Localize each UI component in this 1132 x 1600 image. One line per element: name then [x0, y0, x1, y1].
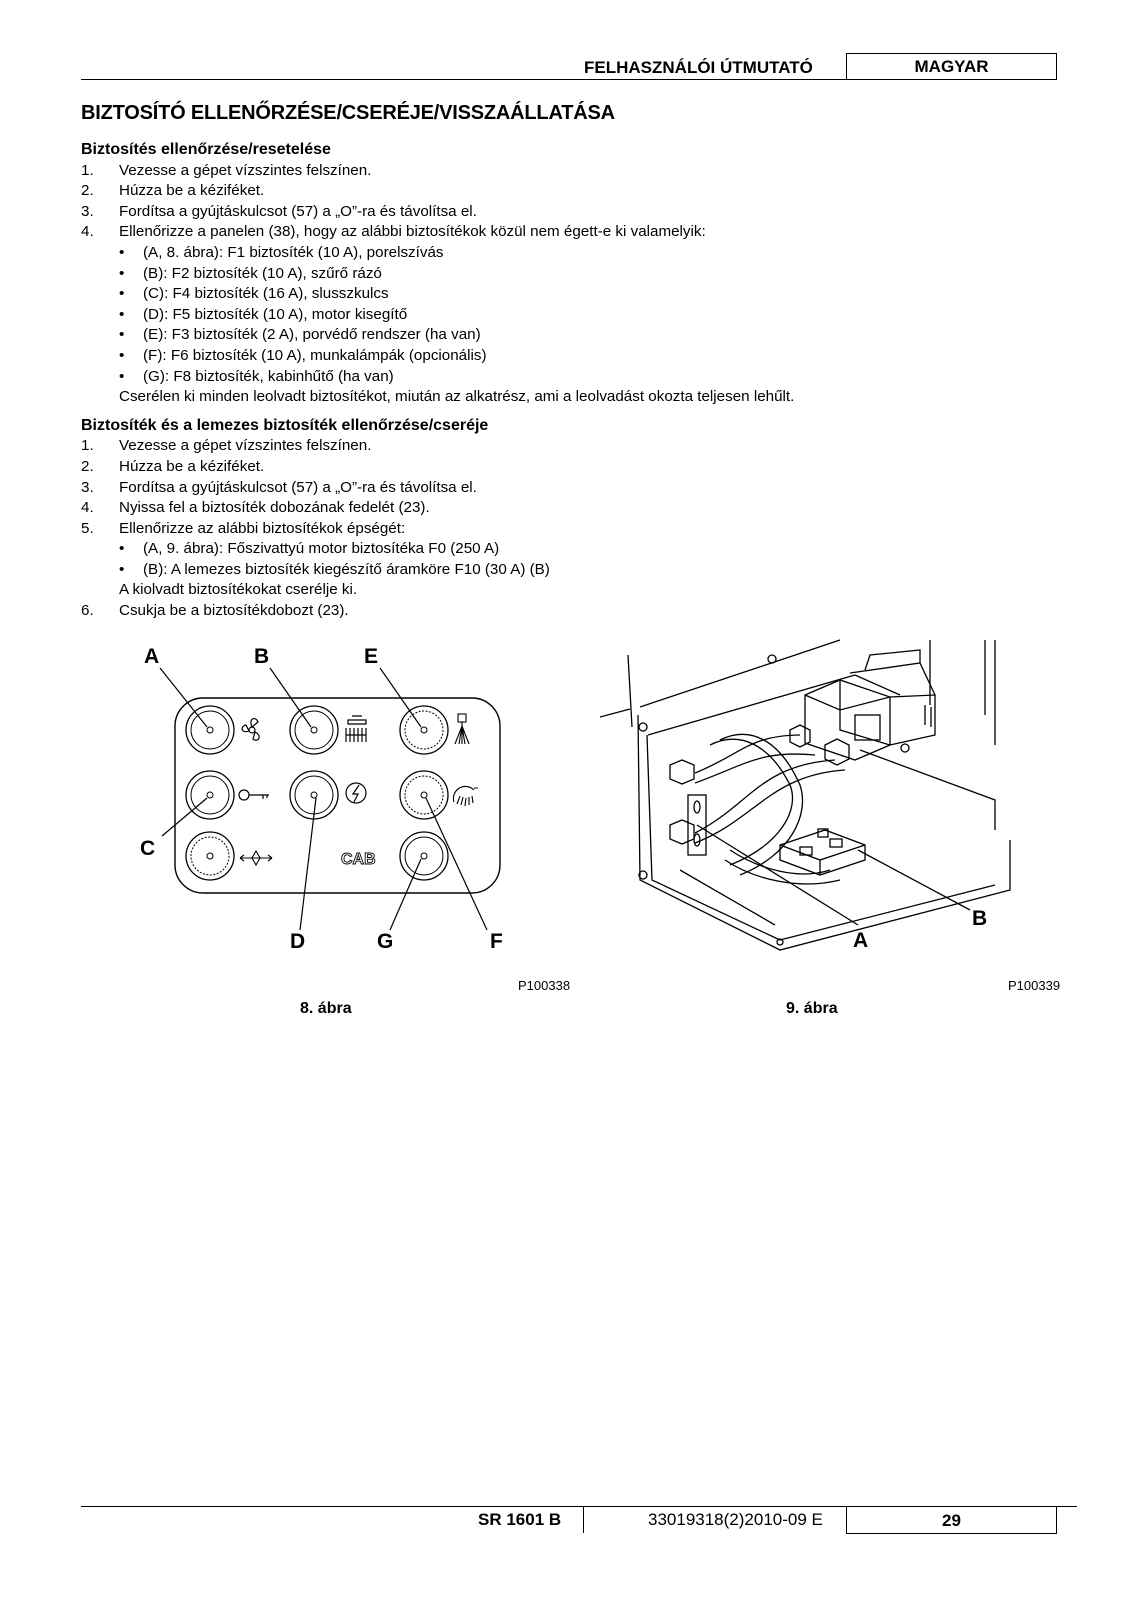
fig9-label-b: B: [972, 907, 987, 930]
list-item: 3. Fordítsa a gyújtáskulcsot (57) a „O”-r…: [81, 202, 1081, 223]
list-item: 5. Ellenőrizze az alábbi biztosítékok éps…: [81, 519, 1081, 540]
figure-9-code: P100339: [1008, 978, 1061, 993]
bullet-item: •(A, 9. ábra): Főszivattyú motor biztosí…: [119, 540, 500, 558]
label-f: F: [490, 930, 503, 953]
step-text: Nyissa fel a biztosíték dobozának fedelé…: [119, 499, 430, 517]
list-item: 4. Ellenőrizze a panelen (38), hogy az al…: [81, 222, 1081, 243]
lightning-icon: [345, 782, 367, 804]
step-number: 6.: [81, 602, 94, 620]
bullet-text: (G): F8 biztosíték, kabinhűtő (ha van): [143, 367, 394, 385]
label-d: D: [290, 930, 305, 953]
bullet-text: (C): F4 biztosíték (16 A), slusszkulcs: [143, 285, 389, 303]
figure-9-caption: 9. ábra: [786, 1000, 838, 1017]
step-number: 3.: [81, 202, 94, 220]
label-c: C: [140, 837, 155, 860]
section1-note: Cserélen ki minden leolvadt biztosítékot…: [119, 388, 795, 406]
fig9-label-a: A: [853, 929, 868, 952]
instructions: Biztosítés ellenőrzése/resetelése 1. Veze…: [81, 140, 1081, 622]
step-number: 2.: [81, 182, 94, 200]
bullet-item: •(B): A lemezes biztosíték kiegészítő ár…: [119, 560, 550, 578]
bullet-text: (A, 9. ábra): Főszivattyú motor biztosít…: [143, 540, 500, 558]
leader-lines: [159, 667, 488, 931]
bullet-item: •(B): F2 biztosíték (10 A), szűrő rázó: [119, 264, 382, 282]
step-number: 2.: [81, 457, 94, 475]
footer-model: SR 1601 B: [478, 1510, 562, 1529]
list-item: 6. Csukja be a biztosítékdobozt (23).: [81, 601, 1081, 622]
header-manual-title: FELHASZNÁLÓI ÚTMUTATÓ: [584, 58, 813, 77]
section2-note: A kiolvadt biztosítékokat cserélje ki.: [119, 581, 358, 599]
step-text: Ellenőrizze az alábbi biztosítékok épség…: [119, 519, 406, 537]
bullet-text: (D): F5 biztosíték (10 A), motor kisegít…: [143, 305, 408, 323]
list-item: 2. Húzza be a kéziféket.: [81, 181, 1081, 202]
bullet-text: (F): F6 biztosíték (10 A), munkalámpák (…: [143, 346, 487, 364]
figure-8-fuse-panel: CAB A B E C D G F: [140, 645, 503, 953]
fuse-spare: [185, 831, 235, 881]
figure-8-caption: 8. ábra: [300, 1000, 352, 1017]
step-text: Fordítsa a gyújtáskulcsot (57) a „O”-ra …: [119, 202, 477, 220]
header-language-box: MAGYAR: [846, 53, 1057, 80]
key-icon: [238, 789, 269, 801]
fuse-g: [399, 831, 449, 881]
step-number: 1.: [81, 437, 94, 455]
fuse-a: [185, 705, 235, 755]
label-a: A: [144, 645, 159, 668]
bullet-item: •(A, 8. ábra): F1 biztosíték (10 A), por…: [119, 243, 444, 261]
shower-icon: [452, 785, 478, 807]
footer-separator: [583, 1506, 584, 1533]
bullet-item: •(C): F4 biztosíték (16 A), slusszkulcs: [119, 285, 389, 303]
footer-rule: [81, 1506, 1077, 1507]
list-item: 3. Fordítsa a gyújtáskulcsot (57) a „O”-r…: [81, 478, 1081, 499]
list-item: 1. Vezesse a gépet vízszintes felszínen.: [81, 436, 1081, 457]
page-title: BIZTOSÍTÓ ELLENŐRZÉSE/CSERÉJE/VISSZAÁLLA…: [81, 102, 615, 124]
footer-doc-code: 33019318(2)2010-09 E: [648, 1510, 823, 1529]
fuse-f: [399, 770, 449, 820]
bullet-text: (B): F2 biztosíték (10 A), szűrő rázó: [143, 264, 382, 282]
bullet-text: (B): A lemezes biztosíték kiegészítő ára…: [143, 560, 550, 578]
fuse-c: [185, 770, 235, 820]
step-number: 4.: [81, 223, 94, 241]
fuse-b: [289, 705, 339, 755]
bullet-text: (A, 8. ábra): F1 biztosíték (10 A), pore…: [143, 243, 444, 261]
step-text: Ellenőrizze a panelen (38), hogy az aláb…: [119, 223, 706, 241]
figure-8-code: P100338: [518, 978, 571, 993]
bullet-item: •(D): F5 biztosíték (10 A), motor kisegí…: [119, 305, 408, 323]
step-number: 3.: [81, 478, 94, 496]
step-text: Vezesse a gépet vízszintes felszínen.: [119, 437, 372, 455]
bullet-text: (E): F3 biztosíték (2 A), porvédő rendsz…: [143, 326, 481, 344]
label-g: G: [377, 930, 393, 953]
section2-heading: Biztosíték és a lemezes biztosíték ellen…: [81, 416, 489, 434]
section1-heading: Biztosítés ellenőrzése/resetelése: [81, 141, 331, 158]
fan-icon: [241, 717, 260, 741]
step-text: Húzza be a kéziféket.: [119, 182, 265, 200]
step-number: 1.: [81, 161, 94, 179]
arrows-icon: [239, 849, 273, 867]
step-text: Csukja be a biztosítékdobozt (23).: [119, 602, 349, 620]
bullet-item: •(F): F6 biztosíték (10 A), munkalámpák …: [119, 346, 487, 364]
fuse-e: [399, 705, 449, 755]
spray-icon: [454, 713, 470, 745]
label-b: B: [254, 645, 269, 668]
list-item: 1. Vezesse a gépet vízszintes felszínen.: [81, 161, 1081, 182]
step-text: Vezesse a gépet vízszintes felszínen.: [119, 161, 372, 179]
footer-page-number: 29: [846, 1506, 1057, 1534]
filter-shaker-icon: [345, 715, 367, 742]
step-number: 4.: [81, 499, 94, 517]
cab-label: CAB: [341, 851, 376, 868]
list-item: 4. Nyissa fel a biztosíték dobozának fede…: [81, 498, 1081, 519]
figure-9-fuse-box: B A: [600, 639, 1011, 952]
bullet-item: •(G): F8 biztosíték, kabinhűtő (ha van): [119, 367, 394, 385]
bullet-item: •(E): F3 biztosíték (2 A), porvédő rends…: [119, 326, 481, 344]
list-item: 2. Húzza be a kéziféket.: [81, 457, 1081, 478]
step-text: Húzza be a kéziféket.: [119, 457, 265, 475]
header-rule: [81, 79, 846, 80]
step-text: Fordítsa a gyújtáskulcsot (57) a „O”-ra …: [119, 478, 477, 496]
label-e: E: [364, 645, 378, 668]
step-number: 5.: [81, 519, 94, 537]
